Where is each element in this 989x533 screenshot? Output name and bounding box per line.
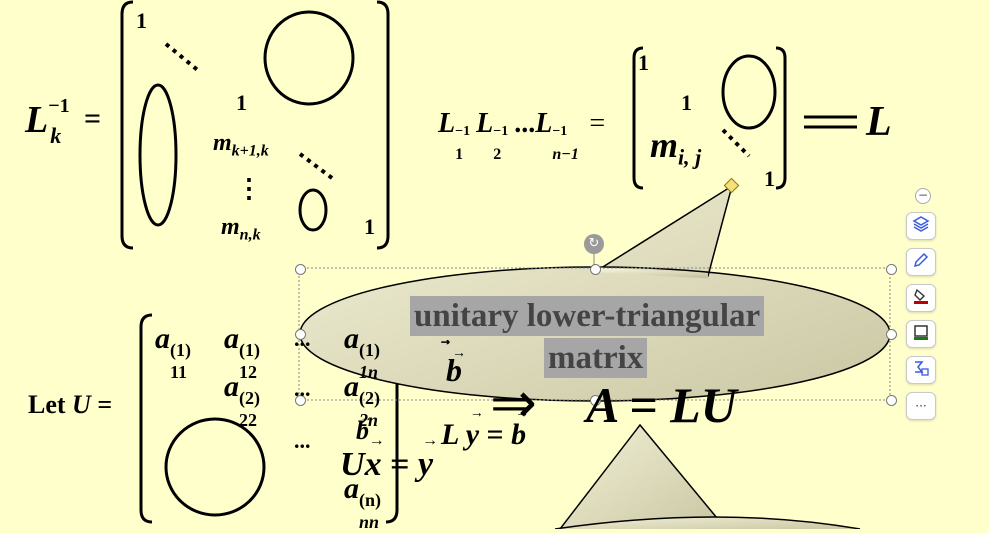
eq2-one-c: 1 bbox=[764, 166, 775, 191]
eq1-lower-zero-ellipse bbox=[138, 83, 178, 227]
animation-button[interactable] bbox=[906, 356, 936, 384]
eq4-Ly-eq-b: L →y = →b bbox=[441, 406, 530, 451]
eq3-ellipsis-row2: ... bbox=[294, 376, 311, 401]
resize-handle-bl[interactable] bbox=[295, 395, 306, 406]
eq1-diag-dots-top bbox=[164, 42, 202, 74]
border-icon bbox=[912, 323, 930, 345]
eq1-one-mid: 1 bbox=[236, 90, 247, 115]
eq2-diag-dots bbox=[721, 128, 751, 158]
eq1-upper-zero-ellipse bbox=[263, 10, 355, 106]
eq2-left-bracket bbox=[632, 46, 644, 190]
callout-line-2[interactable]: matrix bbox=[544, 338, 648, 378]
eq3-ellipsis-row1: ... bbox=[294, 326, 311, 351]
animation-icon bbox=[912, 359, 930, 381]
eq1-small-zero-ellipse bbox=[298, 188, 328, 232]
callout-2-shape bbox=[559, 423, 719, 529]
eq3-b-vector: ⃗ →b bbox=[446, 346, 466, 388]
eq3-ellipsis-row3: ... bbox=[294, 428, 311, 453]
layers-icon bbox=[912, 215, 930, 237]
resize-handle-mr[interactable] bbox=[886, 329, 897, 340]
eq1-left-bracket bbox=[120, 0, 134, 250]
collapse-toolbar-button[interactable]: − bbox=[915, 188, 931, 204]
border-style-button[interactable] bbox=[906, 320, 936, 348]
layers-button[interactable] bbox=[906, 212, 936, 240]
eq3-a1n: a(1)1n bbox=[344, 322, 380, 382]
rotate-handle[interactable]: ↻ bbox=[584, 234, 604, 254]
eq3-let: Let U = bbox=[28, 390, 113, 419]
eq3-b-vector-2: →b bbox=[356, 410, 372, 445]
eq1-m-k1: mk+1,k bbox=[213, 130, 269, 160]
eq1-one-bottom: 1 bbox=[364, 214, 375, 239]
eq1-lhs: L −1 k bbox=[25, 95, 70, 148]
eq1-vdots: ⋮ bbox=[236, 174, 262, 203]
fill-color-button[interactable] bbox=[906, 284, 936, 312]
eq4-A-eq-LU: A = LU bbox=[586, 377, 737, 433]
eq4-Ux-eq-y: U→x = →y bbox=[340, 432, 438, 483]
eq3-a11: a(1)11 bbox=[155, 322, 191, 382]
eq2-one-b: 1 bbox=[681, 90, 692, 115]
fill-bucket-icon bbox=[912, 287, 930, 309]
resize-handle-ml[interactable] bbox=[295, 329, 306, 340]
eq1-m-nk: mn,k bbox=[221, 214, 261, 244]
eq3-a2n: a(2)2n bbox=[344, 370, 380, 430]
resize-handle-tr[interactable] bbox=[886, 264, 897, 275]
eq1-one-top: 1 bbox=[136, 8, 147, 33]
eq3-a22: a(2)22 bbox=[224, 370, 260, 430]
eq1-diag-dots-bottom bbox=[298, 152, 334, 180]
eq4-implies-arrow: ⇒ bbox=[490, 371, 537, 436]
more-options-button[interactable]: ··· bbox=[906, 392, 936, 420]
eq3-ann: a(n)nn bbox=[344, 472, 381, 532]
eq2-m-ij: mi, j bbox=[650, 125, 702, 170]
resize-handle-br[interactable] bbox=[886, 395, 897, 406]
resize-handle-tl[interactable] bbox=[295, 264, 306, 275]
resize-handle-tm[interactable] bbox=[590, 264, 601, 275]
resize-handle-bm[interactable] bbox=[590, 395, 601, 406]
eq2-zero-ellipse bbox=[721, 54, 777, 130]
eq3-left-bracket bbox=[139, 313, 153, 524]
pen-icon bbox=[912, 251, 930, 273]
eq1-equals: = bbox=[84, 102, 102, 135]
pen-style-button[interactable] bbox=[906, 248, 936, 276]
eq3-a12: a(1)12 bbox=[224, 322, 260, 382]
more-icon: ··· bbox=[915, 399, 927, 413]
eq3-zero-ellipse bbox=[164, 417, 266, 517]
eq2-rhs: L bbox=[866, 99, 892, 145]
eq2-one-a: 1 bbox=[638, 50, 649, 75]
eq2-right-bracket bbox=[775, 46, 787, 190]
eq1-right-bracket bbox=[376, 0, 390, 250]
callout-line-1[interactable]: unitary lower-triangular bbox=[410, 296, 765, 336]
